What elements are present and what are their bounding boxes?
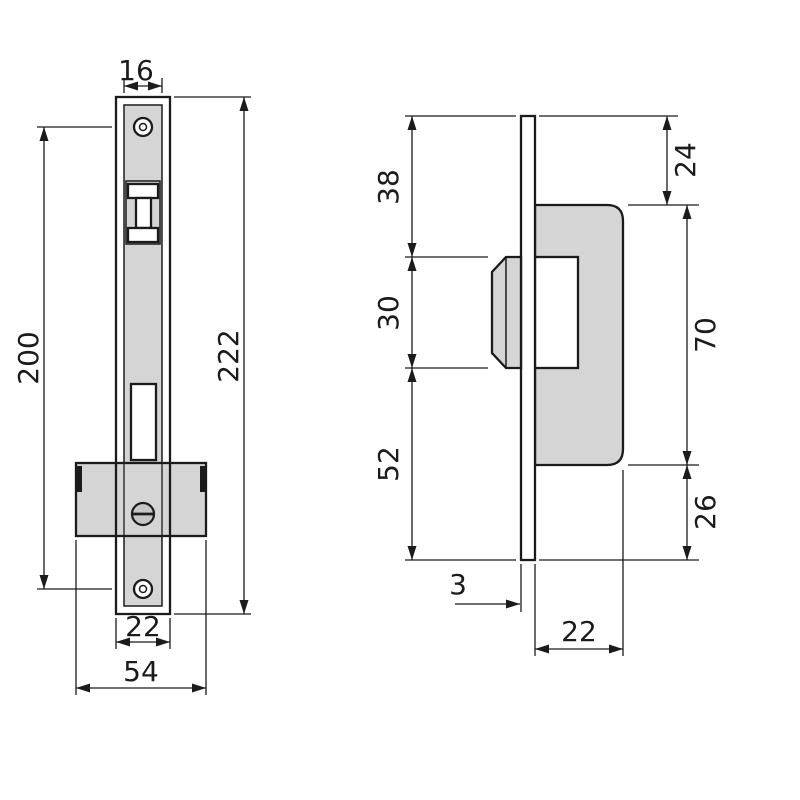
follower-frame xyxy=(125,180,161,245)
latch-follower xyxy=(125,180,161,245)
screw-hole-bottom-inner xyxy=(138,584,148,594)
dim-side-case-to-bottom: 26 xyxy=(539,465,722,561)
dim-side-top-to-case: 24 xyxy=(539,115,702,206)
dim-label-case-to-bottom: 26 xyxy=(689,494,722,530)
dim-label-faceplate-width: 22 xyxy=(125,610,161,643)
dim-side-top-to-bolt: 38 xyxy=(372,115,516,258)
dim-front-screw-spacing: 200 xyxy=(12,126,112,590)
dim-label-top-to-bolt: 38 xyxy=(372,169,405,205)
dim-front-height: 222 xyxy=(174,96,251,615)
dim-label-case-depth: 22 xyxy=(561,615,597,648)
dim-label-case-height: 70 xyxy=(689,317,722,353)
deadbolt-opening xyxy=(129,382,158,462)
dim-label-bolt-height: 30 xyxy=(372,295,405,331)
dim-label-plate-thickness: 3 xyxy=(449,568,467,601)
dim-label-case-width: 54 xyxy=(123,655,159,688)
dim-side-bolt-to-bottom: 52 xyxy=(372,368,516,561)
dim-front-case-width: 54 xyxy=(75,540,207,695)
fixing-lug-left xyxy=(76,466,82,492)
dim-label-bolt-to-bottom: 52 xyxy=(372,446,405,482)
dim-side-plate-thickness: 3 xyxy=(449,564,536,656)
dim-label-inner-width: 16 xyxy=(118,54,154,87)
follower-bottom-bar xyxy=(126,226,160,244)
screw-hole-bottom xyxy=(132,578,154,600)
screw-hole-top xyxy=(132,116,154,138)
dim-label-faceplate-height: 222 xyxy=(212,329,245,382)
dim-front-plate-width: 22 xyxy=(115,610,171,649)
dim-label-top-to-case: 24 xyxy=(669,142,702,178)
side-view: 38 30 52 24 70 xyxy=(372,114,722,656)
dim-front-inner-width: 16 xyxy=(118,54,163,93)
mounting-screw xyxy=(130,501,156,527)
follower-stem xyxy=(134,196,153,230)
dim-label-screw-spacing: 200 xyxy=(12,331,45,384)
faceplate-edge xyxy=(519,114,537,562)
dim-side-case-height: 70 xyxy=(628,205,722,466)
screw-hole-top-inner xyxy=(138,122,148,132)
bolt-housing xyxy=(533,255,580,370)
follower-top-bar xyxy=(126,182,160,200)
fixing-lug-right xyxy=(200,466,206,492)
dim-side-case-depth: 22 xyxy=(535,470,624,656)
front-view: 16 200 222 22 54 xyxy=(12,54,251,695)
dim-side-bolt-height: 30 xyxy=(372,257,488,369)
